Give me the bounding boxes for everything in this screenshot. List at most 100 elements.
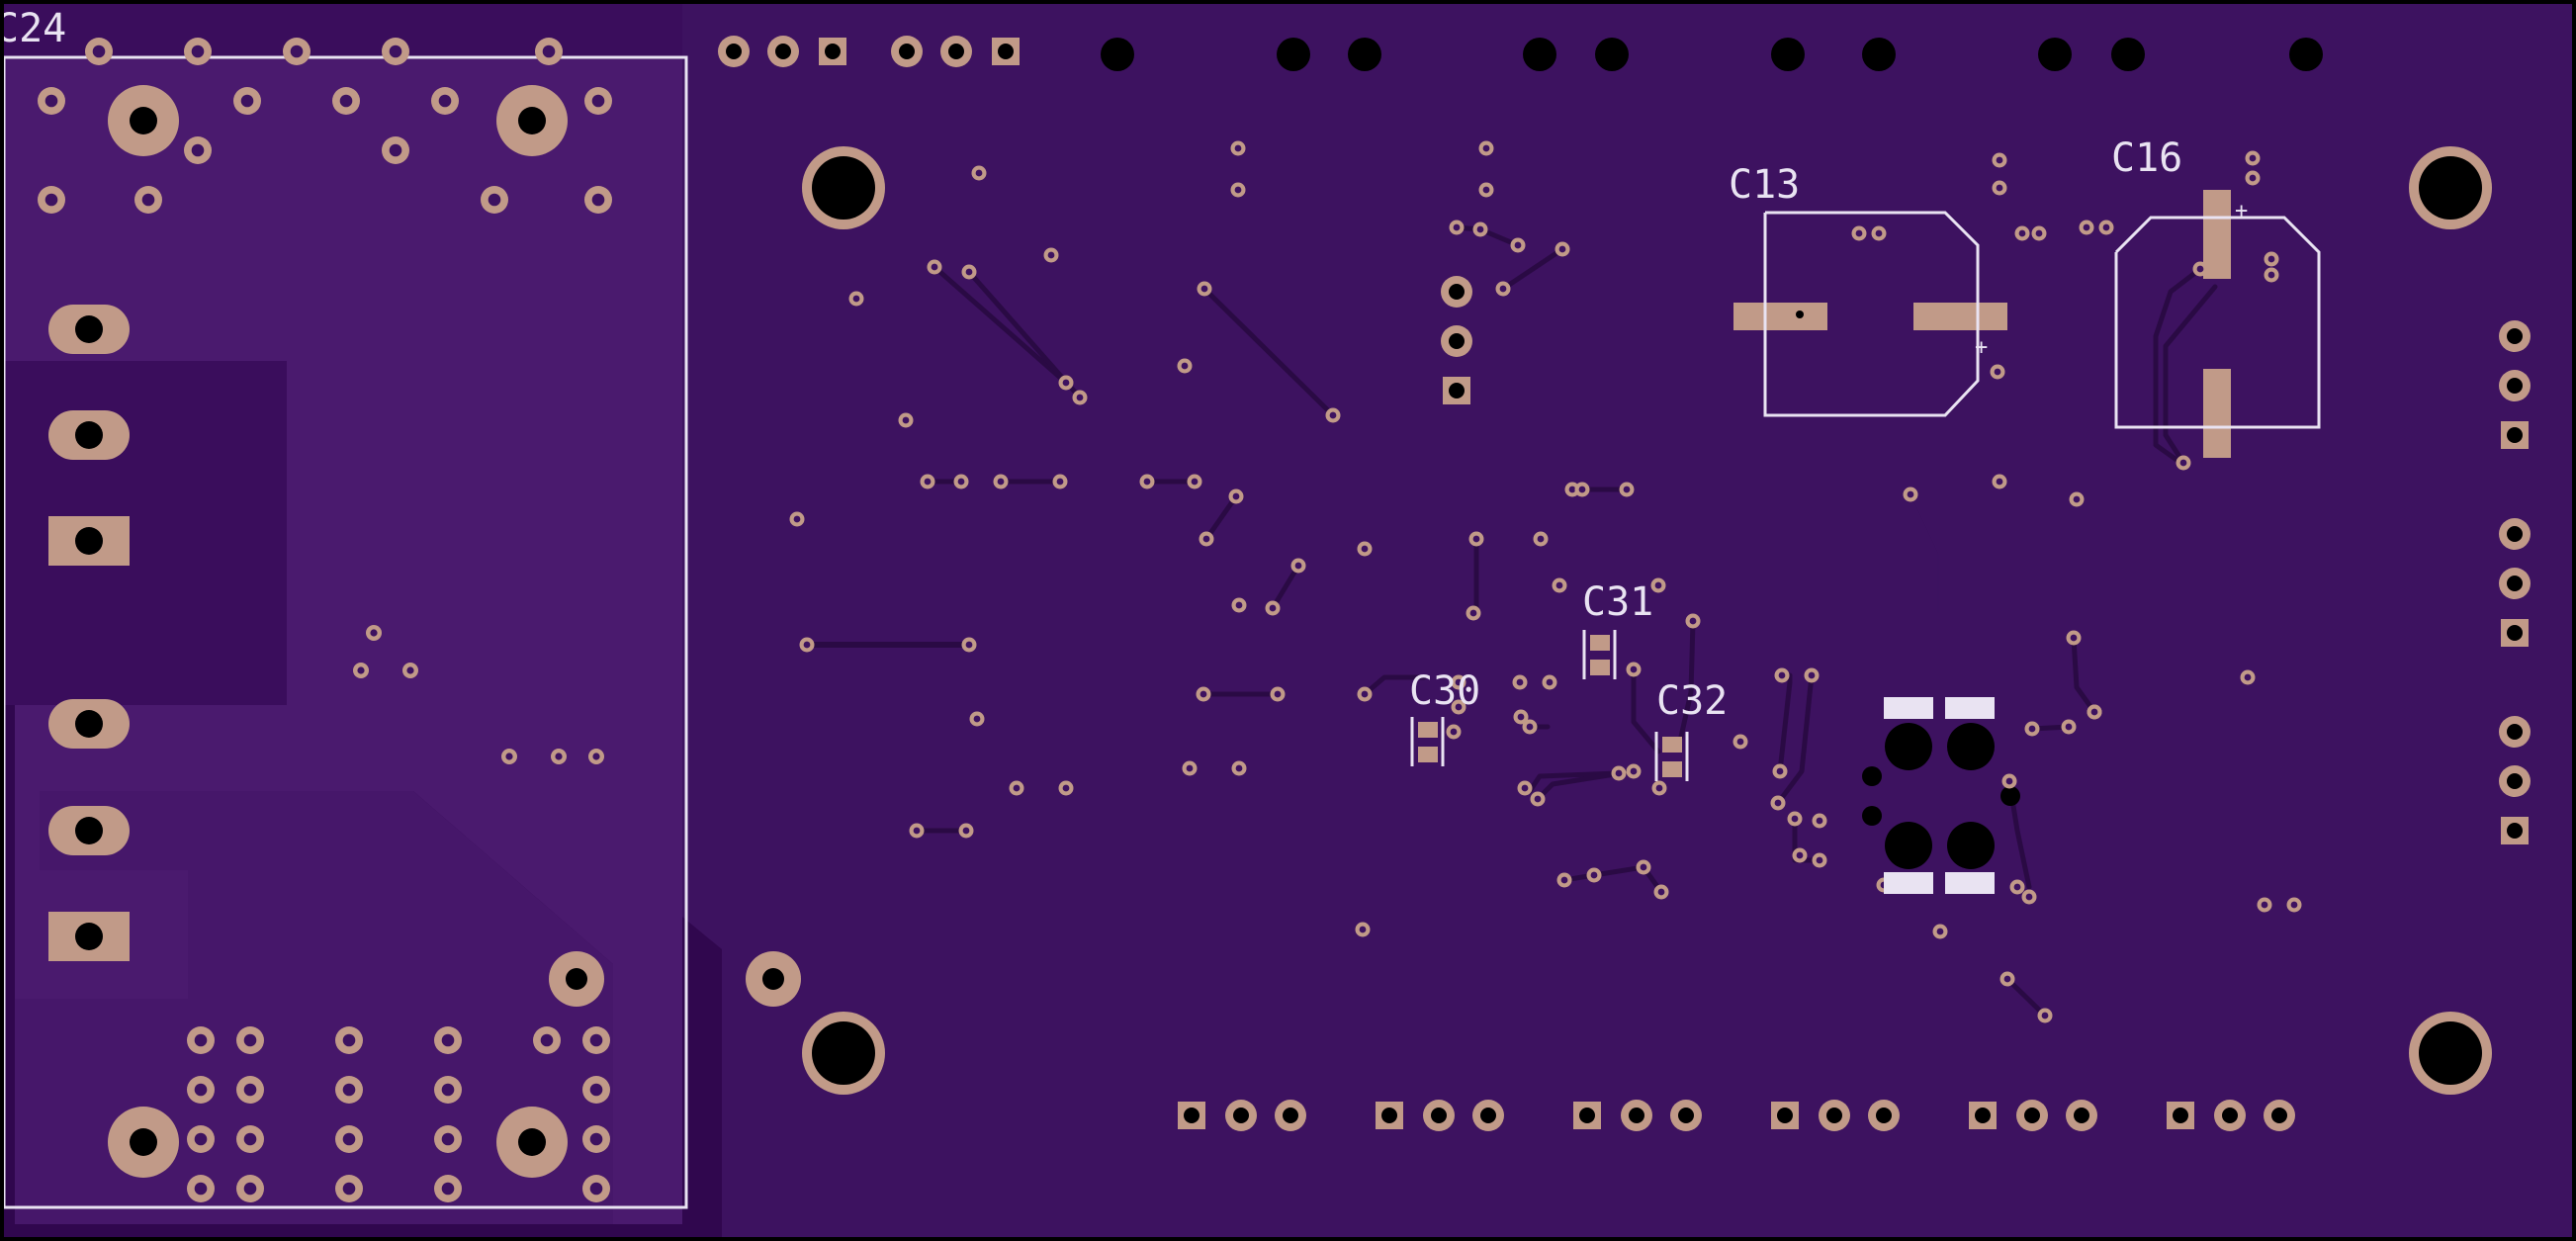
designator-c30: C30 — [1409, 668, 1480, 714]
via-hole — [1361, 690, 1369, 698]
via-hole — [1546, 678, 1554, 686]
via-hole — [589, 1182, 603, 1196]
via-hole — [1186, 764, 1194, 772]
via-hole — [342, 1083, 356, 1097]
mounting-hole — [2419, 1021, 2482, 1085]
mounting-hole — [130, 1128, 157, 1156]
drill-hole — [2000, 786, 2020, 806]
drill-hole — [1277, 38, 1310, 71]
silkscreen-layer — [1410, 211, 2321, 894]
polarity-mark-c13: + — [1975, 335, 1988, 360]
via-hole — [290, 44, 304, 58]
via-hole — [1994, 368, 2001, 376]
via-hole — [1630, 767, 1638, 775]
via-hole — [962, 827, 970, 835]
copper-trace — [1631, 666, 1661, 754]
via-hole — [2035, 229, 2043, 237]
via-hole — [2290, 901, 2298, 909]
via-hole — [141, 193, 155, 207]
drill-hole — [1101, 38, 1134, 71]
via-hole — [1294, 562, 1302, 570]
drill-hole — [1885, 723, 1932, 770]
via-hole — [1560, 876, 1568, 884]
via-hole — [194, 1132, 208, 1146]
via-hole — [441, 1033, 455, 1047]
copper-trace — [1500, 246, 1565, 292]
through-hole-drill — [1876, 1108, 1892, 1123]
via-hole — [1655, 784, 1663, 792]
copper-trace — [1527, 770, 1622, 794]
via-hole — [2005, 777, 2013, 785]
via-hole — [370, 629, 378, 637]
via-hole — [339, 94, 353, 108]
via-hole — [342, 1033, 356, 1047]
silkscreen-line — [1763, 211, 1980, 417]
via-hole — [389, 143, 402, 157]
via-hole — [1199, 690, 1207, 698]
via-hole — [1181, 362, 1189, 370]
square-pad-drill — [2507, 823, 2523, 839]
via-hole — [589, 1033, 603, 1047]
mounting-hole — [518, 1128, 546, 1156]
copper-pour-left-light — [4, 59, 682, 1224]
via-hole — [1514, 241, 1522, 249]
smd-pad-c31-a — [1590, 635, 1610, 651]
drill-hole — [1862, 38, 1896, 71]
via-hole — [1013, 784, 1021, 792]
smd-pad-c16-pos — [2203, 190, 2231, 279]
via-hole — [1657, 888, 1665, 896]
via-hole — [1996, 156, 2003, 164]
c13-via-dot — [1796, 310, 1804, 318]
via-hole — [803, 641, 811, 649]
square-pad-drill — [1975, 1108, 1991, 1123]
through-hole-drill — [2271, 1108, 2287, 1123]
via-hole — [1234, 186, 1242, 194]
via-hole — [1469, 609, 1477, 617]
via-hole — [2041, 1012, 2049, 1019]
via-hole — [591, 94, 605, 108]
via-hole — [1623, 486, 1631, 493]
rect-pad-drill — [75, 923, 103, 950]
via-hole — [1526, 723, 1534, 731]
via-hole — [1654, 581, 1662, 589]
via-hole — [997, 478, 1005, 486]
via-hole — [1640, 863, 1647, 871]
via-hole — [1143, 478, 1151, 486]
via-hole — [243, 1132, 257, 1146]
via-hole — [1076, 394, 1084, 401]
through-hole-drill — [1678, 1108, 1694, 1123]
drill-hole — [1595, 38, 1629, 71]
via-hole — [793, 515, 801, 523]
via-hole — [965, 641, 973, 649]
via-hole — [1235, 764, 1243, 772]
via-hole — [1996, 478, 2003, 486]
via-hole — [1472, 535, 1480, 543]
via-hole — [406, 666, 414, 674]
via-hole — [1361, 545, 1369, 553]
mounting-hole — [812, 1021, 875, 1085]
square-pad-drill — [1449, 383, 1465, 399]
via-hole — [852, 295, 860, 303]
via-hole — [2267, 255, 2275, 263]
copper-trace — [932, 264, 1069, 386]
silkscreen-line — [2114, 216, 2321, 429]
drill-hole — [2038, 38, 2072, 71]
via-hole — [1630, 665, 1638, 673]
smd-pad-c31-b — [1590, 660, 1610, 675]
drill-hole — [1885, 822, 1932, 869]
via-hole — [488, 193, 501, 207]
via-hole — [1476, 225, 1484, 233]
via-hole — [389, 44, 402, 58]
drill-hole — [1348, 38, 1381, 71]
square-pad-drill — [1579, 1108, 1595, 1123]
through-hole-drill — [2507, 773, 2523, 789]
through-hole-drill — [775, 44, 791, 59]
drill-hole — [2111, 38, 2145, 71]
through-hole-drill — [1480, 1108, 1496, 1123]
via-hole — [1808, 671, 1816, 679]
square-pad-drill — [825, 44, 841, 59]
drill-hole — [1947, 723, 1995, 770]
through-hole-drill — [2074, 1108, 2089, 1123]
through-hole-drill — [1629, 1108, 1644, 1123]
via-hole — [1202, 535, 1210, 543]
